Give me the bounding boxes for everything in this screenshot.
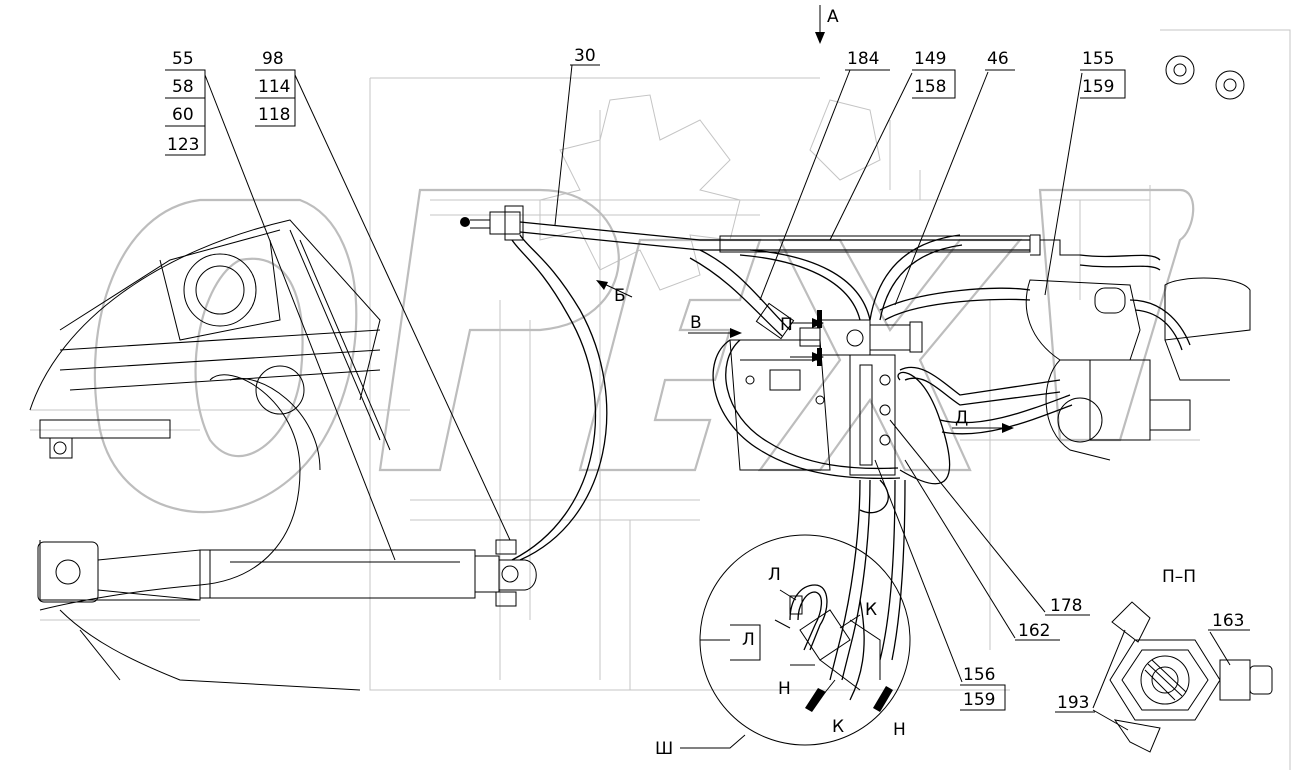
hoses (460, 205, 1251, 681)
view-mark-d: Д (955, 408, 968, 428)
callout-labels: А Б В Д П Л Л К К Н Н Ш П–П 30 55 58 60 … (167, 7, 1244, 759)
view-mark-k-1: К (865, 600, 877, 620)
view-mark-sh: Ш (655, 739, 673, 759)
leader-lines (165, 64, 1250, 749)
callout-178: 178 (1050, 596, 1082, 616)
callout-159-lower: 159 (963, 690, 995, 710)
callout-60: 60 (172, 105, 194, 125)
callout-158: 158 (914, 77, 946, 97)
view-mark-l-1: Л (768, 565, 781, 585)
callout-55: 55 (172, 49, 194, 69)
callout-159: 159 (1082, 77, 1114, 97)
hydraulic-cylinder (199, 539, 537, 607)
section-pp-title: П–П (1162, 567, 1196, 587)
view-mark-k-2: К (832, 717, 844, 737)
section-pp (1109, 601, 1273, 753)
view-mark-l-2: Л (742, 630, 755, 650)
callout-123: 123 (167, 135, 199, 155)
view-mark-b: Б (614, 286, 626, 306)
detail-circle-sh (699, 534, 911, 746)
direction-arrows (596, 5, 1014, 712)
callout-163: 163 (1212, 611, 1244, 631)
watermark (93, 188, 1195, 514)
callout-46: 46 (987, 49, 1009, 69)
view-mark-a: А (827, 7, 839, 27)
callout-58: 58 (172, 77, 194, 97)
left-linkage (29, 219, 391, 691)
view-mark-p: П (780, 315, 793, 335)
callout-114: 114 (258, 77, 290, 97)
background-machine-outline (30, 29, 1291, 770)
view-mark-n-1: Н (778, 679, 791, 699)
mounting-plate-bolts (1165, 55, 1245, 100)
callout-149: 149 (914, 49, 946, 69)
callout-30: 30 (574, 46, 596, 66)
callout-118: 118 (258, 105, 290, 125)
view-mark-n-2: Н (893, 720, 906, 740)
callout-193: 193 (1057, 693, 1089, 713)
callout-156: 156 (963, 665, 995, 685)
callout-98: 98 (262, 49, 284, 69)
view-mark-v: В (690, 313, 702, 333)
callout-184: 184 (847, 49, 879, 69)
callout-155: 155 (1082, 49, 1114, 69)
callout-162: 162 (1018, 621, 1050, 641)
